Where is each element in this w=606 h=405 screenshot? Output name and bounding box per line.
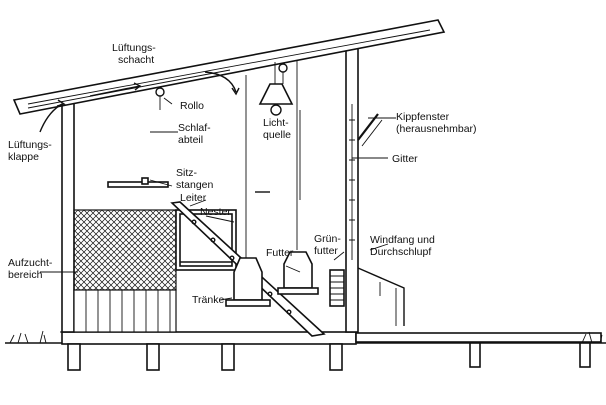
label-gruenfutter-1: Grün- <box>314 233 341 245</box>
label-lichtquelle-2: quelle <box>263 129 291 141</box>
label-sitzstangen-1: Sitz- <box>176 167 198 179</box>
label-lueftungsschacht-2: schacht <box>118 54 154 66</box>
feeder <box>277 251 319 295</box>
label-leiter: Leiter <box>180 192 207 204</box>
ground <box>5 330 606 345</box>
label-kippfenster-2: (herausnehmbar) <box>396 123 477 135</box>
run-floor-slab <box>355 332 602 343</box>
water-dispenser <box>225 257 271 307</box>
nest-boxes <box>175 209 237 271</box>
foundation-posts <box>67 342 591 371</box>
label-schlafabteil-1: Schlaf- <box>178 122 211 134</box>
label-gitter: Gitter <box>392 153 418 165</box>
windbreak <box>357 267 405 326</box>
label-rollo: Rollo <box>180 100 204 112</box>
label-aufzuchtbereich-1: Aufzucht- <box>8 257 53 269</box>
label-lichtquelle-1: Licht- <box>263 117 289 129</box>
tilt-window <box>357 113 383 147</box>
label-lueftungsschacht-1: Lüftungs- <box>112 42 156 54</box>
label-nester: Nester <box>200 206 231 218</box>
rearing-area <box>73 209 177 333</box>
label-windfang-1: Windfang und <box>370 234 435 246</box>
wall-grid <box>349 104 355 260</box>
left-wall <box>61 99 75 333</box>
label-sitzstangen-2: stangen <box>176 179 214 191</box>
label-windfang-2: Durchschlupf <box>370 246 431 258</box>
leader-lines <box>40 97 396 301</box>
label-kippfenster-1: Kippfenster <box>396 111 450 123</box>
label-traenke: Tränke <box>192 294 224 306</box>
label-lueftungsklappe-2: klappe <box>8 151 39 163</box>
label-gruenfutter-2: futter <box>314 245 338 257</box>
label-lueftungsklappe-1: Lüftungs- <box>8 139 52 151</box>
green-feed-rack <box>329 269 345 307</box>
light-fixture <box>245 60 301 260</box>
label-schlafabteil-2: abteil <box>178 134 203 146</box>
ventilation-arrows <box>39 71 240 133</box>
rollo-blind <box>155 87 165 110</box>
label-aufzuchtbereich-2: bereich <box>8 269 43 281</box>
roof <box>12 19 446 115</box>
label-futter: Futter <box>266 247 294 259</box>
